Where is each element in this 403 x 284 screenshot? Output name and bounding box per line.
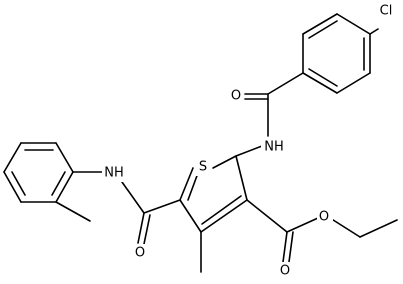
bond — [359, 219, 398, 238]
chlorophenyl-ring — [302, 13, 371, 94]
bond — [308, 20, 338, 39]
bond — [235, 155, 248, 201]
nh-atom-label: NH — [104, 166, 124, 181]
bond — [187, 172, 199, 201]
bond — [286, 217, 319, 233]
bond — [143, 199, 181, 214]
bond — [201, 195, 242, 225]
label-background — [277, 262, 293, 280]
tolyl-ring — [3, 142, 74, 203]
oxygen-atom-label: O — [280, 264, 290, 279]
sulfur-atom-label: S — [199, 160, 207, 175]
bond — [336, 13, 371, 35]
bond — [267, 72, 304, 95]
label-background — [317, 208, 333, 226]
bond — [235, 145, 263, 157]
label-background — [133, 244, 149, 262]
bond — [302, 13, 338, 35]
thiophene-ring — [179, 155, 248, 233]
label-background — [195, 158, 211, 176]
bond — [11, 171, 26, 196]
bond — [51, 171, 66, 196]
bond — [246, 199, 288, 233]
bond — [3, 142, 22, 173]
bond — [121, 181, 145, 214]
bond — [308, 68, 338, 87]
oxygen-atom-label: O — [135, 246, 145, 261]
chlorine-atom-label: Cl — [380, 4, 393, 19]
bond — [288, 231, 294, 263]
oxygen-atom-label: O — [231, 89, 241, 104]
bond — [179, 167, 194, 201]
label-background — [261, 138, 287, 156]
bond — [329, 217, 361, 238]
nh-atom-label: NH — [264, 140, 284, 155]
bond — [179, 199, 202, 233]
bond — [55, 142, 74, 173]
label-background — [374, 2, 400, 20]
bond — [3, 171, 22, 203]
bond — [282, 231, 288, 263]
oxygen-atom-label: O — [319, 210, 329, 225]
bond — [137, 212, 145, 244]
bond — [200, 199, 248, 233]
bond — [302, 72, 338, 94]
bond — [336, 72, 371, 94]
label-background — [102, 164, 128, 182]
bond — [143, 214, 151, 245]
bond — [212, 155, 237, 169]
label-background — [229, 87, 243, 105]
bond — [55, 171, 74, 203]
bond — [369, 28, 379, 35]
bond — [55, 201, 91, 222]
